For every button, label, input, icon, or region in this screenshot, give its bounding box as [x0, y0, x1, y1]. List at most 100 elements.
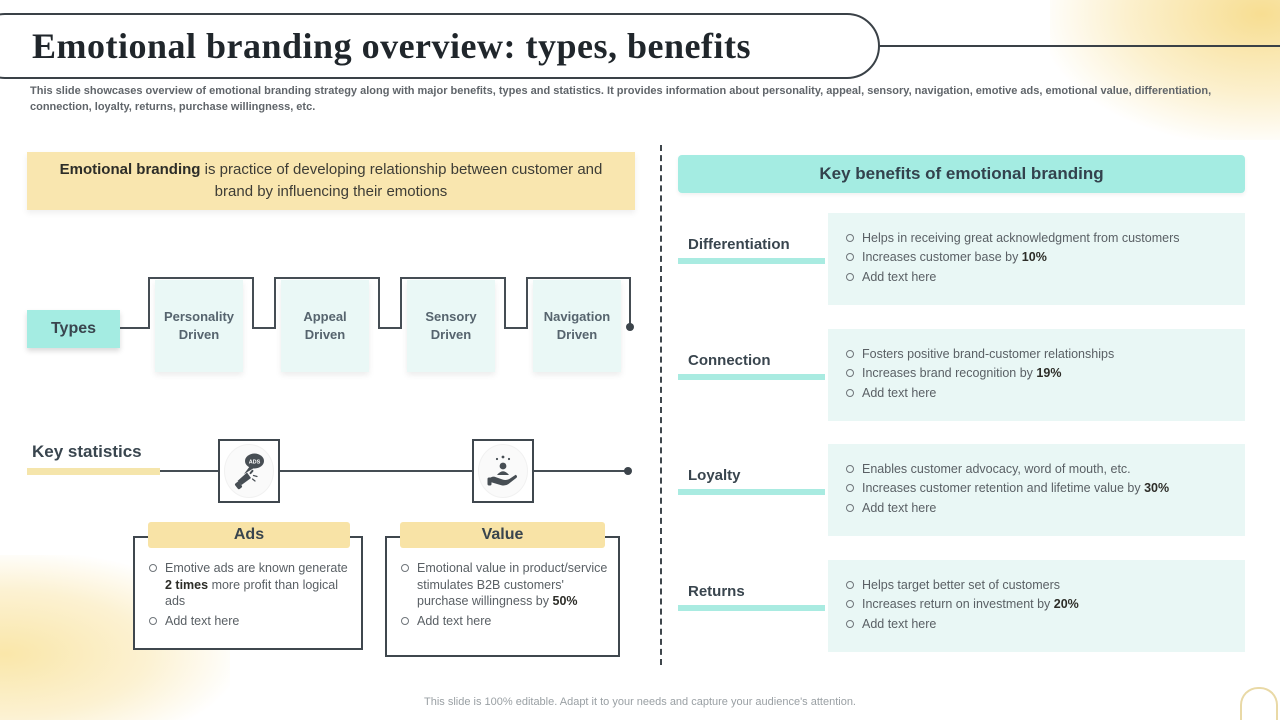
bullet-marker: [149, 564, 157, 572]
definition-text: Emotional branding is practice of develo…: [59, 160, 603, 201]
bullet-item: Add text here: [844, 269, 1235, 286]
benefit-underline: [678, 258, 825, 264]
connector-segment: [148, 277, 150, 329]
bullet-marker: [401, 564, 409, 572]
ads-card-bullets: Emotive ads are known generate 2 times m…: [135, 538, 361, 638]
corner-gradient-top-right: [1050, 0, 1280, 140]
connector-segment: [400, 277, 402, 329]
bullet-marker: [846, 233, 854, 242]
value-stat-icon-card: [472, 439, 534, 503]
connector-segment: [526, 277, 528, 329]
bullet-marker: [846, 253, 854, 262]
bullet-item: Helps in receiving great acknowledgment …: [844, 230, 1235, 247]
bullet-marker: [846, 503, 854, 512]
benefit-underline: [678, 374, 825, 380]
bullet-item: Helps target better set of customers: [844, 577, 1235, 594]
bullet-text: Add text here: [165, 613, 240, 628]
connector-segment: [629, 277, 631, 325]
svg-text:ADS: ADS: [249, 459, 261, 465]
bullet-marker: [846, 464, 854, 473]
title-bar: Emotional branding overview: types, bene…: [0, 13, 880, 79]
bullet-text: Fosters positive brand-customer relation…: [862, 346, 1115, 361]
ads-stat-icon-card: ADS: [218, 439, 280, 503]
bullet-item: Increases brand recognition by 19%: [844, 365, 1235, 382]
bullet-marker: [846, 484, 854, 493]
bullet-text: Helps in receiving great acknowledgment …: [862, 230, 1180, 245]
connector-segment: [504, 277, 506, 329]
bullet-marker: [846, 580, 854, 589]
benefit-box-loyalty: Enables customer advocacy, word of mouth…: [828, 444, 1245, 536]
connector-segment: [400, 277, 506, 279]
bullet-text: Increases customer retention and lifetim…: [862, 481, 1170, 496]
connector-segment: [378, 327, 402, 329]
benefit-underline: [678, 489, 825, 495]
ads-card: Emotive ads are known generate 2 times m…: [133, 536, 363, 650]
definition-box: Emotional branding is practice of develo…: [27, 152, 635, 210]
connector-segment: [504, 327, 528, 329]
corner-arch-decoration: [1240, 687, 1278, 720]
ads-card-title: Ads: [148, 522, 350, 548]
statistics-connector-line: [160, 470, 630, 472]
bullet-text: Emotional value in product/service stimu…: [417, 561, 608, 608]
connector-end-dot: [626, 323, 634, 331]
bullet-item: Increases customer retention and lifetim…: [844, 480, 1235, 497]
types-label: Types: [27, 310, 120, 348]
bullet-text: Add text here: [862, 616, 937, 631]
bullet-marker: [401, 616, 409, 625]
page-title: Emotional branding overview: types, bene…: [32, 26, 751, 66]
bullet-text: Increases return on investment by 20%: [862, 597, 1079, 612]
slide-subtitle: This slide showcases overview of emotion…: [30, 85, 1212, 113]
type-box-navigation-driven: Navigation Driven: [533, 280, 621, 372]
value-card: Emotional value in product/service stimu…: [385, 536, 620, 657]
connector-segment: [252, 277, 254, 329]
bullet-marker: [846, 600, 854, 609]
type-box-sensory-driven: Sensory Driven: [407, 280, 495, 372]
section-divider-dashed: [660, 145, 662, 665]
bullet-text: Increases brand recognition by 19%: [862, 366, 1062, 381]
benefit-box-differentiation: Helps in receiving great acknowledgment …: [828, 213, 1245, 305]
bullet-item: Add text here: [844, 500, 1235, 517]
bullet-marker: [846, 369, 854, 378]
bullet-text: Enables customer advocacy, word of mouth…: [862, 461, 1131, 476]
bullet-text: Helps target better set of customers: [862, 577, 1061, 592]
benefit-label-connection: Connection: [688, 352, 771, 369]
footer-note: This slide is 100% editable. Adapt it to…: [424, 696, 856, 708]
connector-segment: [274, 277, 276, 329]
bullet-marker: [846, 272, 854, 281]
benefit-label-loyalty: Loyalty: [688, 467, 741, 484]
benefit-underline: [678, 605, 825, 611]
bullet-text: Add text here: [862, 500, 937, 515]
key-statistics-underline: [27, 468, 160, 475]
bullet-marker: [846, 388, 854, 397]
benefits-header: Key benefits of emotional branding: [678, 155, 1245, 193]
type-box-appeal-driven: Appeal Driven: [281, 280, 369, 372]
bullet-item: Add text here: [844, 385, 1235, 402]
bullet-marker: [846, 619, 854, 628]
bullet-text: Add text here: [862, 269, 937, 284]
bullet-item: Add text here: [147, 613, 353, 630]
hand-person-icon: [487, 455, 518, 486]
bullet-item: Enables customer advocacy, word of mouth…: [844, 461, 1235, 478]
bullet-text: Emotive ads are known generate 2 times m…: [165, 561, 348, 608]
icon-halo: [478, 444, 528, 498]
bullet-item: Add text here: [844, 616, 1235, 633]
bullet-text: Add text here: [417, 613, 492, 628]
connector-segment: [252, 327, 276, 329]
types-diagram: Types Personality Driven Appeal Driven S…: [27, 270, 642, 380]
value-card-bullets: Emotional value in product/service stimu…: [387, 538, 618, 638]
bullet-item: Add text here: [399, 613, 610, 630]
bullet-item: Increases customer base by 10%: [844, 249, 1235, 266]
bullet-marker: [846, 349, 854, 358]
connector-segment: [274, 277, 380, 279]
megaphone-ads-icon: ADS: [234, 453, 264, 490]
key-statistics-heading: Key statistics: [32, 442, 142, 461]
connector-segment: [120, 327, 148, 329]
bullet-item: Emotional value in product/service stimu…: [399, 560, 610, 610]
benefit-box-connection: Fosters positive brand-customer relation…: [828, 329, 1245, 421]
connector-segment: [148, 277, 254, 279]
connector-segment: [378, 277, 380, 329]
benefit-label-differentiation: Differentiation: [688, 236, 790, 253]
bullet-marker: [149, 616, 157, 625]
